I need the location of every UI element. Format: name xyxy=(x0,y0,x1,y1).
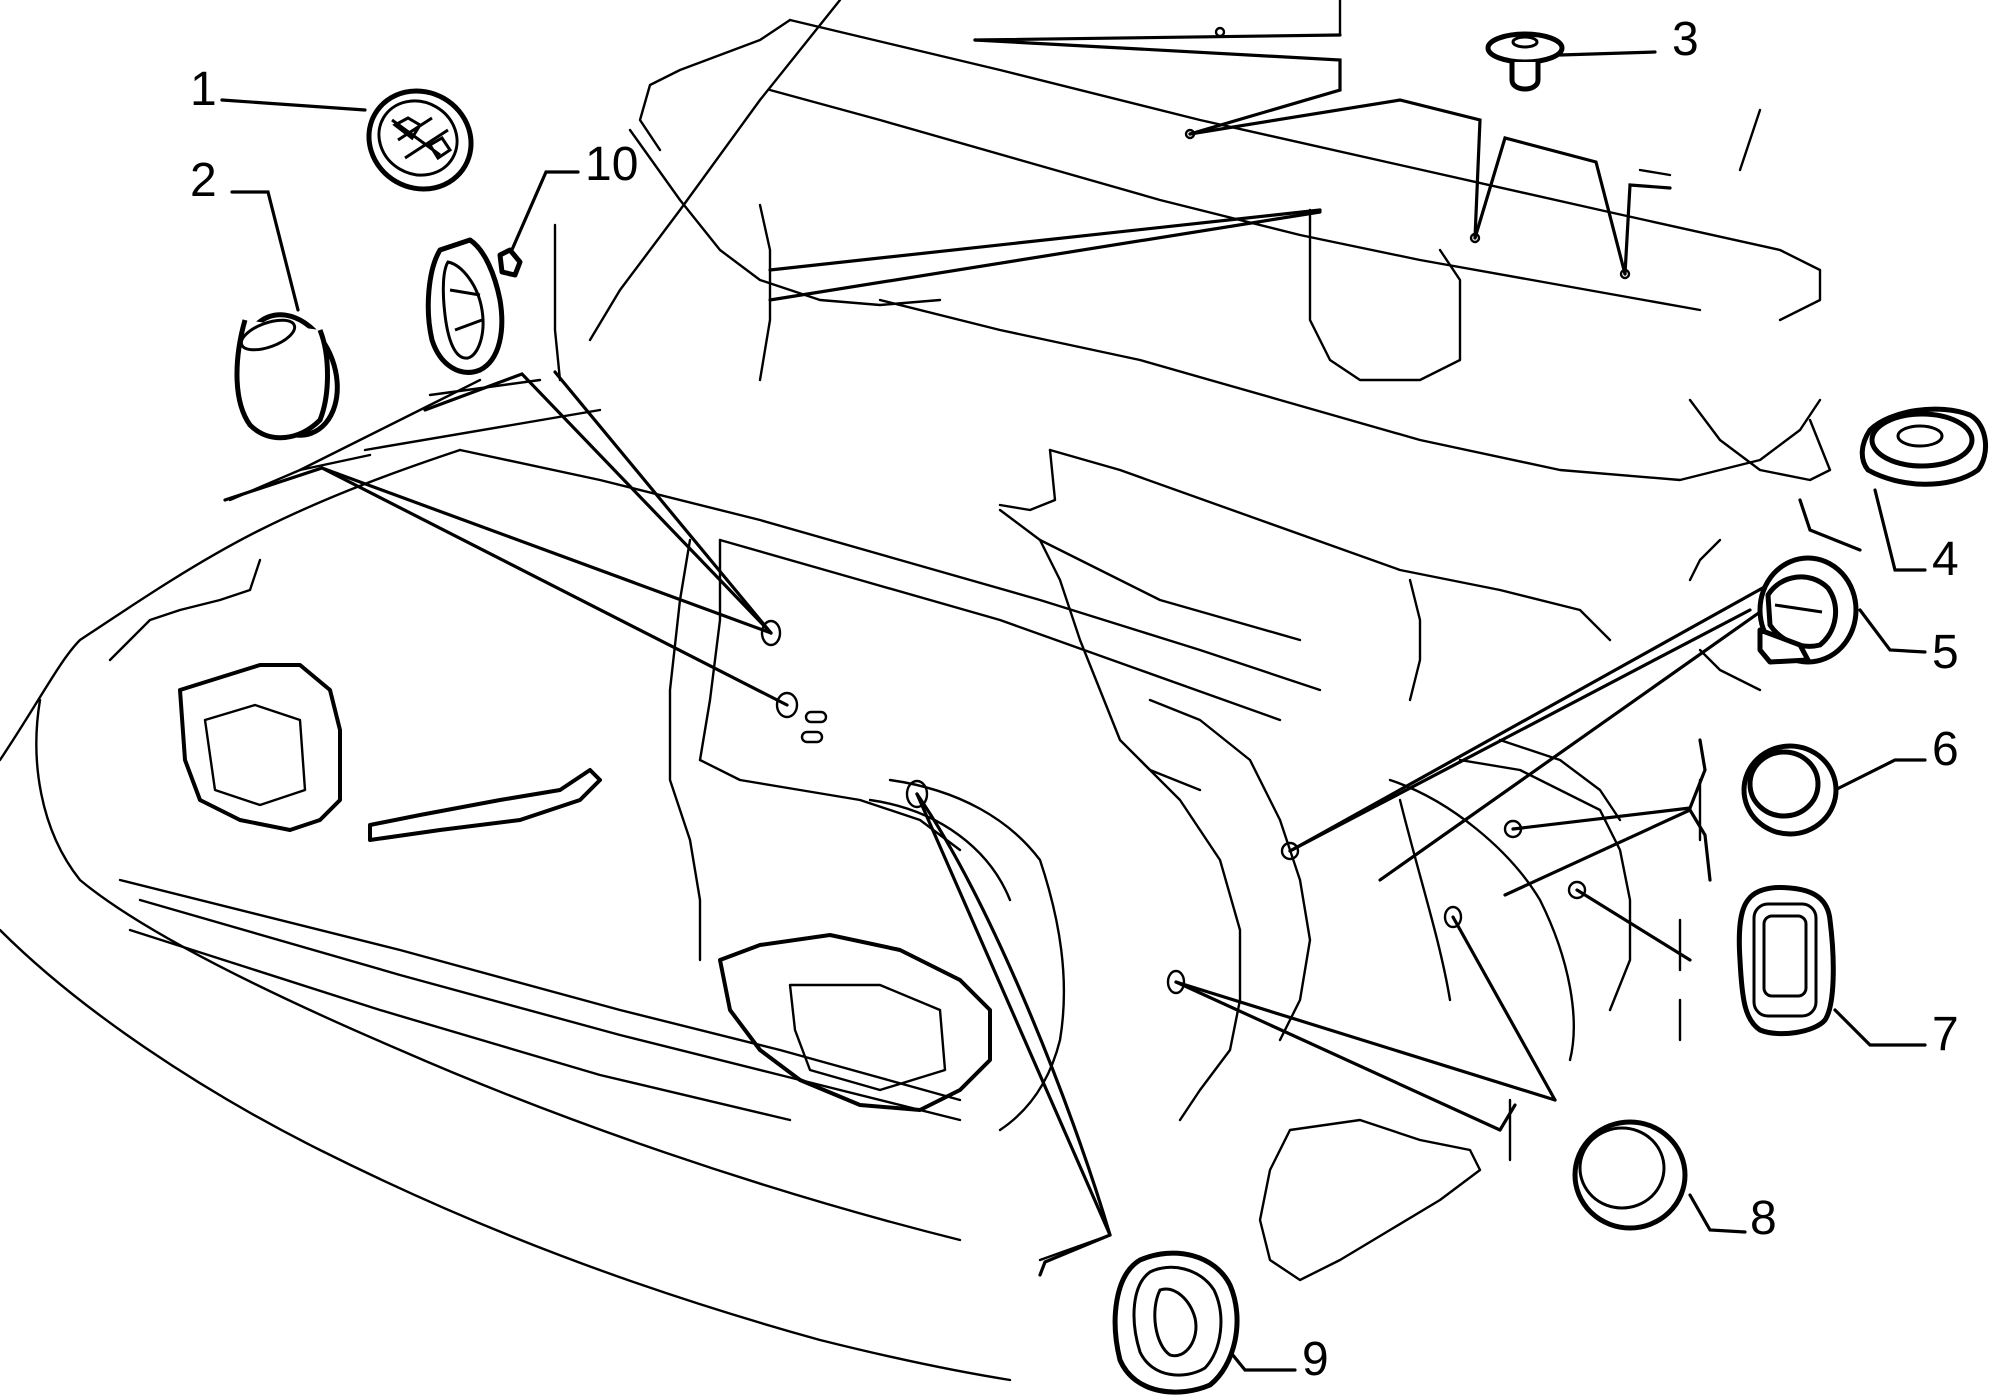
callout-5: 5 xyxy=(1932,626,1959,679)
mounting-holes xyxy=(760,26,1631,995)
part-7-rectangular-grommet xyxy=(1736,885,1836,1037)
part-9-oval-grommet xyxy=(1112,1250,1240,1395)
part-3-push-pin-clip xyxy=(1485,31,1565,92)
reference-lines xyxy=(298,0,1762,1262)
part-4-oval-rubber-plug xyxy=(1859,406,1989,487)
callout-labels: 1 2 3 4 5 6 7 8 9 10 xyxy=(190,13,1959,1386)
callout-1: 1 xyxy=(190,63,217,116)
vehicle-body-outline xyxy=(0,378,1322,1382)
callout-6: 6 xyxy=(1932,723,1959,776)
callout-2: 2 xyxy=(190,154,217,207)
callout-10: 10 xyxy=(585,138,638,191)
part-1-vented-oval-grommet xyxy=(366,88,474,192)
callout-4: 4 xyxy=(1932,533,1959,586)
part-10-nipple-grommet xyxy=(425,237,523,375)
callout-7: 7 xyxy=(1932,1008,1959,1061)
part-2-domed-plug xyxy=(234,312,340,441)
callout-9: 9 xyxy=(1302,1333,1329,1386)
leader-lines xyxy=(220,33,1927,1372)
callout-8: 8 xyxy=(1750,1192,1777,1245)
part-5-flanged-grommet xyxy=(1757,555,1859,665)
part-6-round-cap xyxy=(1741,743,1839,837)
part-8-round-plug xyxy=(1572,1119,1688,1231)
callout-3: 3 xyxy=(1672,13,1699,66)
